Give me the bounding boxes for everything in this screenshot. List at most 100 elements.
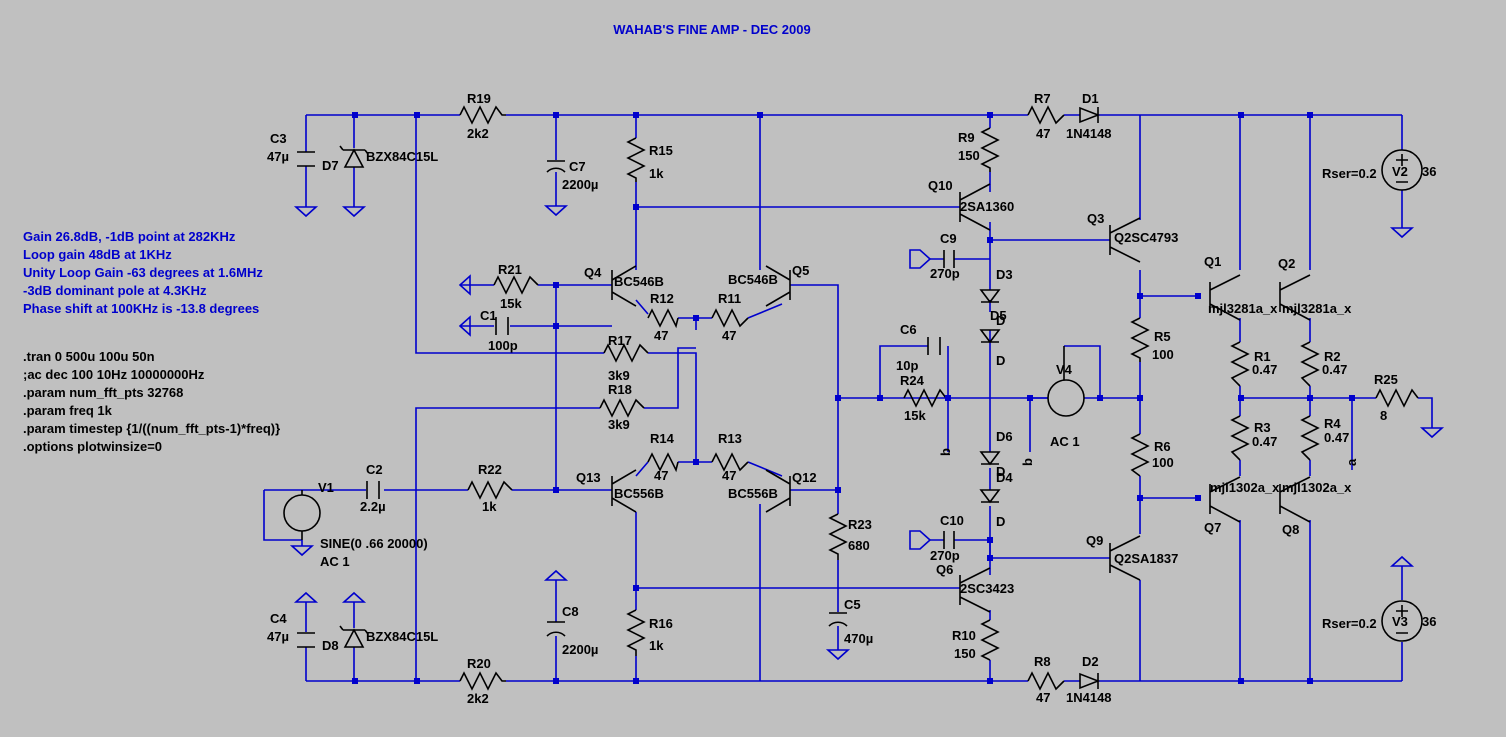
c5-ref: C5 (844, 597, 861, 612)
component-labels: C3 47µ D7 BZX84C15L R19 2k2 C7 2200µ R15… (267, 91, 1436, 706)
d5-ref: D5 (990, 308, 1007, 323)
r23-value: 680 (848, 538, 870, 553)
v3-ref: V3 (1392, 614, 1408, 629)
r20-value: 2k2 (467, 691, 489, 706)
q12-ref: Q12 (792, 470, 817, 485)
r15-value: 1k (649, 166, 664, 181)
d1-value: 1N4148 (1066, 126, 1112, 141)
c9-ref: C9 (940, 231, 957, 246)
q1-ref: Q1 (1204, 254, 1221, 269)
schematic-title: WAHAB'S FINE AMP - DEC 2009 (613, 22, 810, 37)
r1-value: 0.47 (1252, 362, 1277, 377)
r9-ref: R9 (958, 130, 975, 145)
net-label-a: a (1344, 458, 1359, 466)
v2-ser: Rser=0.2 (1322, 166, 1377, 181)
r9-value: 150 (958, 148, 980, 163)
r13-value: 47 (722, 468, 736, 483)
r18-value: 3k9 (608, 417, 630, 432)
q2-ref: Q2 (1278, 256, 1295, 271)
q5-value: BC546B (728, 272, 778, 287)
c8-ref: C8 (562, 604, 579, 619)
r22-value: 1k (482, 499, 497, 514)
d7-ref: D7 (322, 158, 339, 173)
v4-value: AC 1 (1050, 434, 1080, 449)
directive-line: .param num_fft_pts 32768 (23, 385, 183, 400)
net-labels: b b a (938, 448, 1359, 466)
q13-ref: Q13 (576, 470, 601, 485)
v1-value: SINE(0 .66 20000) (320, 536, 428, 551)
q7-value: mjl1302a_x (1210, 480, 1280, 495)
r22-ref: R22 (478, 462, 502, 477)
q9-ref: Q9 (1086, 533, 1103, 548)
r4-ref: R4 (1324, 416, 1341, 431)
r3-value: 0.47 (1252, 434, 1277, 449)
c1-ref: C1 (480, 308, 497, 323)
r4-value: 0.47 (1324, 430, 1349, 445)
v1-ref: V1 (318, 480, 334, 495)
q5-ref: Q5 (792, 263, 809, 278)
c3-value: 47µ (267, 149, 289, 164)
c1-value: 100p (488, 338, 518, 353)
r16-value: 1k (649, 638, 664, 653)
v2-ref: V2 (1392, 164, 1408, 179)
v1-ac: AC 1 (320, 554, 350, 569)
q4-ref: Q4 (584, 265, 602, 280)
directive-line: .param freq 1k (23, 403, 113, 418)
r10-value: 150 (954, 646, 976, 661)
c2-ref: C2 (366, 462, 383, 477)
c9-value: 270p (930, 266, 960, 281)
r15-ref: R15 (649, 143, 673, 158)
q10-value: 2SA1360 (960, 199, 1014, 214)
r11-value: 47 (722, 328, 736, 343)
r14-ref: R14 (650, 431, 675, 446)
note-line: Unity Loop Gain -63 degrees at 1.6MHz (23, 265, 263, 280)
c5-value: 470µ (844, 631, 873, 646)
r2-value: 0.47 (1322, 362, 1347, 377)
components-graphics (283, 105, 1423, 691)
d1-ref: D1 (1082, 91, 1099, 106)
note-line: -3dB dominant pole at 4.3KHz (23, 283, 207, 298)
q6-ref: Q6 (936, 562, 953, 577)
c7-value: 2200µ (562, 177, 598, 192)
c2-value: 2.2µ (360, 499, 386, 514)
c7-ref: C7 (569, 159, 586, 174)
d4-value: D (996, 514, 1005, 529)
q1-value: mjl3281a_x (1208, 301, 1278, 316)
q13-value: BC556B (614, 486, 664, 501)
r2-ref: R2 (1324, 349, 1341, 364)
q4-value: BC546B (614, 274, 664, 289)
r14-value: 47 (654, 468, 668, 483)
q7-ref: Q7 (1204, 520, 1221, 535)
junction-dots (352, 112, 1355, 684)
d3-ref: D3 (996, 267, 1013, 282)
r25-value: 8 (1380, 408, 1387, 423)
d2-value: 1N4148 (1066, 690, 1112, 705)
d2-ref: D2 (1082, 654, 1099, 669)
r21-ref: R21 (498, 262, 522, 277)
r16-ref: R16 (649, 616, 673, 631)
c3-ref: C3 (270, 131, 287, 146)
c6-value: 10p (896, 358, 918, 373)
d6-ref: D6 (996, 429, 1013, 444)
r12-value: 47 (654, 328, 668, 343)
d6-value: D (996, 464, 1005, 479)
r6-ref: R6 (1154, 439, 1171, 454)
r20-ref: R20 (467, 656, 491, 671)
v4-ref: V4 (1056, 362, 1073, 377)
directive-line: .param timestep {1/((num_fft_pts-1)*freq… (23, 421, 280, 436)
directive-line: .tran 0 500u 100u 50n (23, 349, 155, 364)
d7-value: BZX84C15L (366, 149, 438, 164)
r24-ref: R24 (900, 373, 925, 388)
r17-value: 3k9 (608, 368, 630, 383)
note-line: Gain 26.8dB, -1dB point at 282KHz (23, 229, 236, 244)
d3-value: D (996, 353, 1005, 368)
r11-ref: R11 (718, 291, 741, 306)
r7-value: 47 (1036, 126, 1050, 141)
r3-ref: R3 (1254, 420, 1271, 435)
c4-ref: C4 (270, 611, 287, 626)
net-label-b: b (938, 448, 953, 456)
d5-value: D (996, 313, 1005, 328)
q3-value: Q2SC4793 (1114, 230, 1178, 245)
r6-value: 100 (1152, 455, 1174, 470)
